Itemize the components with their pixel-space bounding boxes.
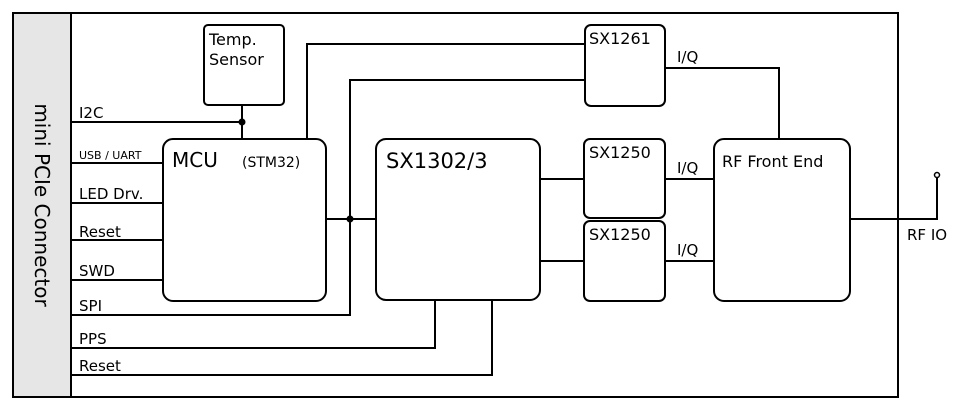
i2c-junction-dot <box>238 118 246 126</box>
swd-label: SWD <box>79 262 115 280</box>
concentrator-block <box>375 138 541 301</box>
sx1261-label: SX1261 <box>589 29 651 48</box>
mcu-sublabel: (STM32) <box>242 155 300 171</box>
pps-label: PPS <box>79 330 107 348</box>
spi-line <box>71 79 585 316</box>
rf-front-end-block <box>713 138 851 302</box>
connector-strip <box>12 12 72 398</box>
reset-concentrator-line <box>71 300 493 376</box>
rf-front-end-label: RF Front End <box>722 152 823 171</box>
led-drv-label: LED Drv. <box>79 185 143 203</box>
temp-sensor-label-line1: Temp. <box>208 30 257 49</box>
sx1261-iq-line <box>665 67 780 139</box>
sx1250-b-block <box>583 220 666 302</box>
rf-io-label: RF IO <box>907 226 947 244</box>
antenna-terminal <box>933 171 941 179</box>
pps-line <box>71 300 436 349</box>
sx1250-a-block <box>583 138 666 219</box>
mcu-to-sx1261-line <box>306 43 585 139</box>
reset-concentrator-label: Reset <box>79 357 121 375</box>
connector-label: mini PCIe Connector <box>30 103 54 307</box>
sx1261-block <box>584 24 666 107</box>
reset-mcu-label: Reset <box>79 223 121 241</box>
sx1261-iq-label: I/Q <box>677 48 698 66</box>
temp-sensor-label-line2: Sensor <box>209 50 264 69</box>
mcu-block <box>162 138 327 302</box>
sx1250-b-label: SX1250 <box>589 225 651 244</box>
sx1250-a-iq-label: I/Q <box>677 159 698 177</box>
temp-sensor-block <box>203 24 285 106</box>
sx1250-a-label: SX1250 <box>589 143 651 162</box>
mcu-label: MCU <box>172 148 218 172</box>
usb-uart-label: USB / UART <box>79 149 142 162</box>
concentrator-label: SX1302/3 <box>386 149 488 173</box>
rf-io-line <box>850 177 938 220</box>
i2c-label: I2C <box>79 104 103 122</box>
spi-junction-dot <box>346 215 354 223</box>
spi-label: SPI <box>79 297 102 315</box>
sx1250-b-iq-label: I/Q <box>677 241 698 259</box>
